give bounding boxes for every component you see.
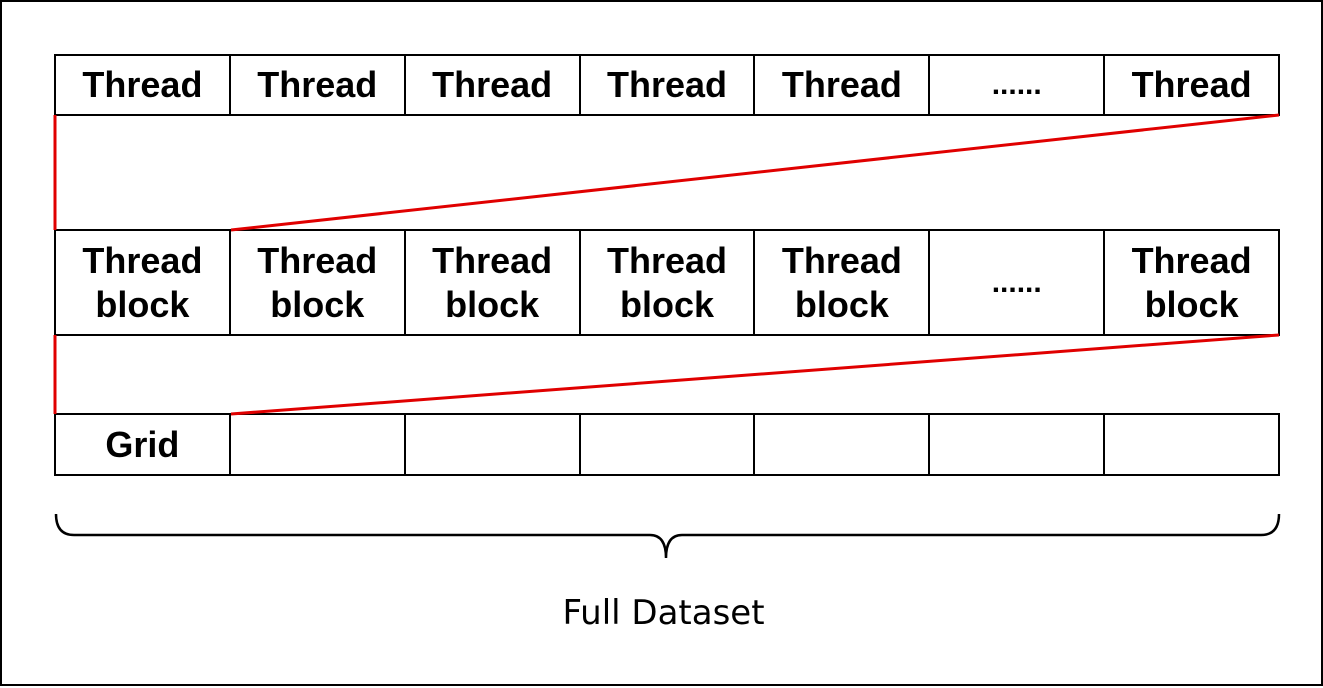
thread-row: Thread Thread Thread Thread Thread .....… xyxy=(54,54,1281,116)
thread-block-cell: Thread block xyxy=(231,231,406,334)
thread-cell: Thread xyxy=(1105,56,1281,114)
thread-block-cell: Thread block xyxy=(406,231,581,334)
grid-cell xyxy=(406,415,581,474)
thread-block-ellipsis-cell: ...... xyxy=(930,231,1106,334)
thread-block-cell: Thread block xyxy=(1105,231,1281,334)
thread-cell: Thread xyxy=(755,56,931,114)
thread-block-row: Thread block Thread block Thread block T… xyxy=(54,229,1281,336)
thread-ellipsis-cell: ...... xyxy=(930,56,1106,114)
thread-cell: Thread xyxy=(581,56,756,114)
thread-cell: Thread xyxy=(231,56,406,114)
thread-cell: Thread xyxy=(56,56,231,114)
grid-cell xyxy=(231,415,406,474)
connector-line-right-lower xyxy=(230,333,1280,416)
grid-cell xyxy=(1105,415,1281,474)
grid-cell xyxy=(755,415,931,474)
thread-block-cell: Thread block xyxy=(56,231,231,334)
thread-block-cell: Thread block xyxy=(581,231,756,334)
full-dataset-label: Full Dataset xyxy=(562,593,765,633)
connector-line-right-upper xyxy=(230,113,1280,232)
thread-block-cell: Thread block xyxy=(755,231,931,334)
thread-cell: Thread xyxy=(406,56,581,114)
grid-label-cell: Grid xyxy=(56,415,231,474)
grid-row: Grid xyxy=(54,413,1281,476)
grid-cell xyxy=(930,415,1106,474)
full-dataset-brace xyxy=(54,513,1281,559)
grid-cell xyxy=(581,415,756,474)
